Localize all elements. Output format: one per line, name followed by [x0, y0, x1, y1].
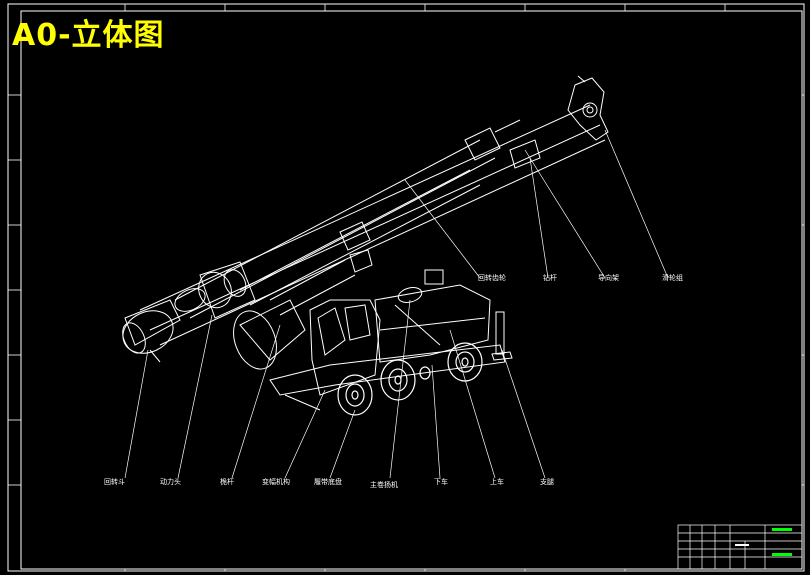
callout-mast: 桅杆 [220, 478, 234, 486]
operator-cab [309, 299, 381, 396]
callout-pulley: 滑轮组 [662, 274, 683, 282]
callout-drill-bucket: 回转斗 [104, 478, 125, 486]
callout-outrigger: 支腿 [540, 478, 554, 486]
zone-ticks-right [802, 94, 804, 486]
leader-lines [124, 129, 669, 479]
power-head [174, 261, 256, 319]
crown-pulley [567, 75, 609, 141]
callout-rotary-gear: 回转齿轮 [478, 274, 506, 282]
upper-carriage [374, 269, 491, 363]
outer-frame [7, 3, 805, 572]
callout-crawler: 履带底盘 [314, 478, 342, 486]
wheels [337, 342, 483, 416]
zone-ticks-top [124, 4, 726, 571]
callout-power-head: 动力头 [160, 478, 181, 486]
inner-frame [20, 10, 803, 570]
mast-boom [139, 104, 606, 346]
drill-bucket [122, 299, 181, 363]
outrigger-leg [491, 311, 513, 361]
callout-main-winch: 主卷扬机 [370, 481, 398, 489]
drawing-title: A0-立体图 [12, 18, 165, 53]
title-block [677, 524, 803, 570]
zone-ticks-left [8, 94, 21, 486]
callout-guide-frame: 导向架 [598, 274, 619, 282]
callout-upper: 上车 [490, 478, 504, 486]
callout-lower: 下车 [434, 478, 448, 486]
luffing-mechanism [233, 249, 373, 370]
callout-luffing: 变幅机构 [262, 478, 290, 486]
chassis [269, 344, 506, 411]
callout-kelly-bar: 钻杆 [543, 274, 557, 282]
